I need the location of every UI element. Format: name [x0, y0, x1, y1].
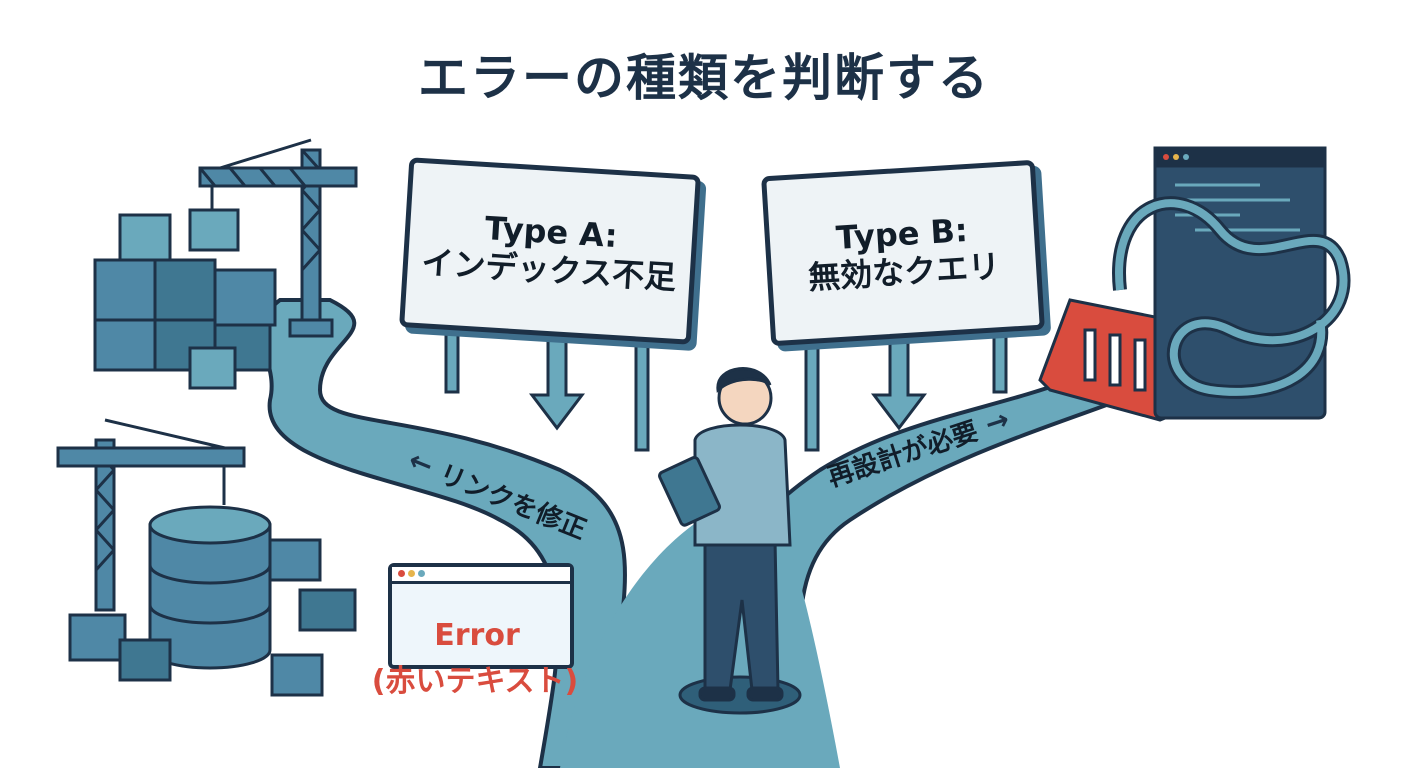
window-dot-icon [398, 570, 405, 577]
error-window [388, 563, 574, 669]
error-label: Error [434, 618, 520, 653]
crane-icon [56, 418, 246, 612]
tangled-pipes-icon [1115, 199, 1348, 396]
down-arrow-icon [528, 323, 586, 431]
sign-type-a-text: インデックス不足 [420, 243, 678, 297]
person-icon [678, 367, 802, 715]
sign-type-a: Type A: インデックス不足 [399, 157, 701, 345]
window-dot-icon [418, 570, 425, 577]
sign-type-b: Type B: 無効なクエリ [761, 159, 1045, 347]
error-note: (赤いテキスト) [371, 664, 579, 699]
down-arrow-icon [870, 323, 928, 431]
barrier-icon [1038, 298, 1187, 422]
error-window-titlebar [392, 567, 570, 584]
crane-icon [198, 138, 358, 338]
database-icon [68, 505, 357, 697]
page-title: エラーの種類を判断する [418, 49, 990, 107]
tablet-icon [658, 455, 721, 527]
cubes-icon [93, 208, 277, 390]
window-dot-icon [408, 570, 415, 577]
